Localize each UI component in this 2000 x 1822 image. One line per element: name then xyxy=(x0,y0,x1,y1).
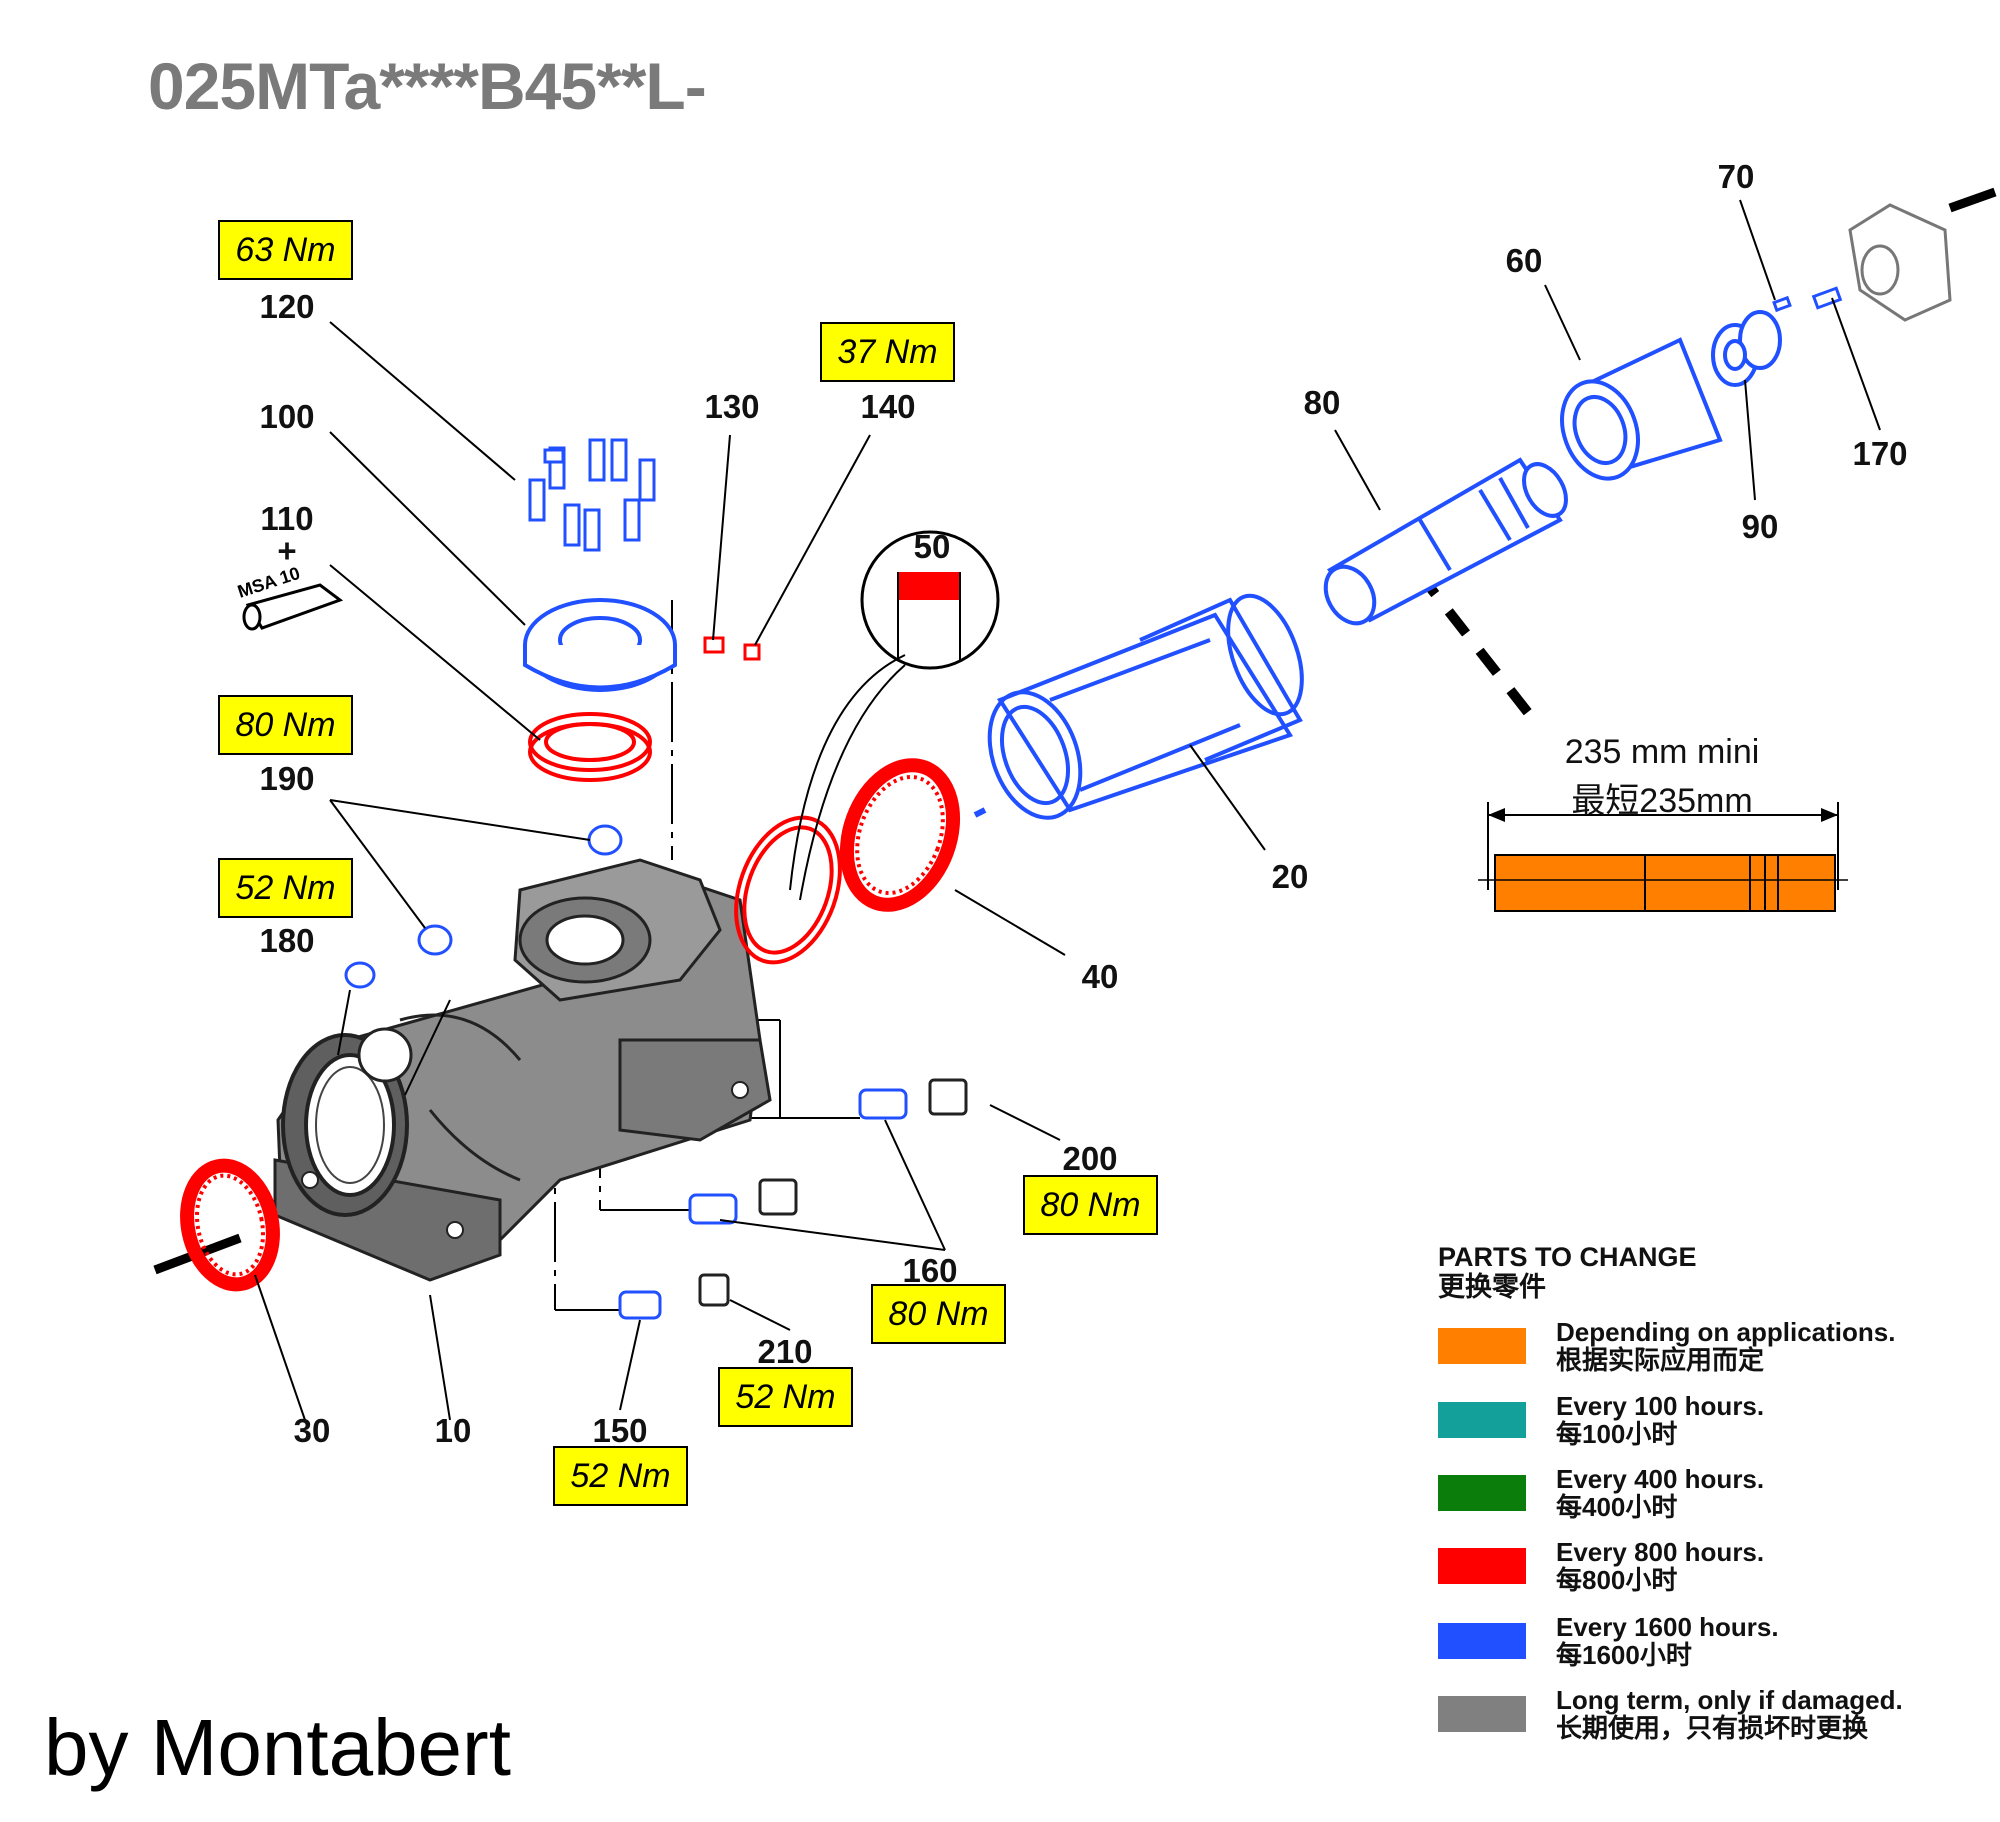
part-number-20: 20 xyxy=(1271,858,1309,895)
part-number-150: 150 xyxy=(592,1412,648,1449)
part-number-200: 200 xyxy=(1062,1140,1118,1177)
legend-item-long-term: Long term, only if damaged. 长期使用，只有损坏时更换 xyxy=(1438,1686,1978,1746)
torque-badge-200: 80 Nm xyxy=(1023,1175,1158,1235)
part-number-40: 40 xyxy=(1081,958,1119,995)
legend-title-en: PARTS TO CHANGE xyxy=(1438,1242,1697,1272)
legend-swatch-red xyxy=(1438,1548,1526,1584)
pin-part-170 xyxy=(1811,286,1843,310)
part-number-160: 160 xyxy=(902,1252,958,1289)
part-number-plus: + xyxy=(277,532,297,569)
legend-swatch-orange xyxy=(1438,1328,1526,1364)
part-number-190: 190 xyxy=(259,760,315,797)
plugs-part-180-190 xyxy=(344,824,623,989)
legend-item-en: Every 100 hours. xyxy=(1556,1391,1765,1421)
part-number-120: 120 xyxy=(259,288,315,325)
housing-part-10 xyxy=(273,858,772,1282)
torque-badge-120: 63 Nm xyxy=(218,220,353,280)
pin-part-70 xyxy=(1772,295,1792,313)
part-number-90: 90 xyxy=(1741,508,1779,545)
part-number-70: 70 xyxy=(1717,158,1755,195)
part-number-80: 80 xyxy=(1303,384,1341,421)
legend-swatch-green xyxy=(1438,1475,1526,1511)
part-number-100: 100 xyxy=(259,398,315,435)
torque-badge-140: 37 Nm xyxy=(820,322,955,382)
leader-lines xyxy=(254,199,1881,1421)
legend-item-zh: 每400小时 xyxy=(1556,1492,1678,1522)
part-number-10: 10 xyxy=(434,1412,472,1449)
legend-item-applications: Depending on applications. 根据实际应用而定 xyxy=(1438,1318,1978,1378)
legend-swatch-blue xyxy=(1438,1623,1526,1659)
grease-tube xyxy=(242,583,344,631)
min-length-label-en: 235 mm mini xyxy=(1564,733,1760,771)
part-number-180: 180 xyxy=(259,922,315,959)
legend-title-zh: 更换零件 xyxy=(1438,1272,1546,1302)
part-60 xyxy=(1560,337,1723,481)
end-fitting xyxy=(1848,203,1952,322)
fittings xyxy=(618,1088,908,1320)
legend-item-800h: Every 800 hours. 每800小时 xyxy=(1438,1538,1978,1598)
ring-part-30 xyxy=(180,1158,280,1292)
part-90 xyxy=(1711,310,1782,387)
part-number-110: 110 xyxy=(260,500,314,537)
gasket-part-110 xyxy=(528,712,652,782)
legend-item-en: Every 400 hours. xyxy=(1556,1464,1765,1494)
part-number-140: 140 xyxy=(860,388,916,425)
legend-title: PARTS TO CHANGE 更换零件 xyxy=(1438,1242,1697,1302)
ring-part-40 xyxy=(839,758,961,912)
nuts xyxy=(698,1078,968,1307)
legend-item-en: Depending on applications. xyxy=(1556,1317,1896,1347)
legend-item-zh: 每1600小时 xyxy=(1556,1640,1692,1670)
legend-item-zh: 长期使用，只有损坏时更换 xyxy=(1556,1713,1869,1743)
torque-badge-190: 80 Nm xyxy=(218,695,353,755)
legend-swatch-grey xyxy=(1438,1696,1526,1732)
torque-badge-180: 52 Nm xyxy=(218,858,353,918)
legend-item-en: Every 1600 hours. xyxy=(1556,1612,1779,1642)
legend-swatch-teal xyxy=(1438,1402,1526,1438)
part-number-60: 60 xyxy=(1505,242,1543,279)
min-length-bar xyxy=(1478,802,1848,912)
page-title: 025MTa****B45**L- xyxy=(148,49,707,123)
part-number-50: 50 xyxy=(913,528,951,565)
cylinder-part-20 xyxy=(973,593,1304,820)
legend-item-1600h: Every 1600 hours. 每1600小时 xyxy=(1438,1613,1978,1673)
part-number-210: 210 xyxy=(757,1333,813,1370)
min-length-label-zh: 最短235mm xyxy=(1571,782,1753,820)
legend-item-zh: 每800小时 xyxy=(1556,1565,1678,1595)
part-number-130: 130 xyxy=(704,388,760,425)
shaft-part-80 xyxy=(1323,457,1568,626)
legend-item-zh: 每100小时 xyxy=(1556,1419,1678,1449)
legend-item-100h: Every 100 hours. 每100小时 xyxy=(1438,1392,1978,1452)
part-number-170: 170 xyxy=(1852,435,1908,472)
legend-item-zh: 根据实际应用而定 xyxy=(1556,1345,1765,1375)
legend-item-400h: Every 400 hours. 每400小时 xyxy=(1438,1465,1978,1525)
legend-item-en: Long term, only if damaged. xyxy=(1556,1685,1903,1715)
seal-detail-view xyxy=(860,530,1000,670)
seal-part-50 xyxy=(734,815,842,965)
bolts-part-120 xyxy=(528,438,656,552)
credit-text: by Montabert xyxy=(44,1703,511,1792)
torque-badge-210: 52 Nm xyxy=(718,1367,853,1427)
torque-badge-150: 52 Nm xyxy=(553,1446,688,1506)
legend-item-en: Every 800 hours. xyxy=(1556,1537,1765,1567)
plugs-part-130-140 xyxy=(703,636,761,661)
flange-part-100 xyxy=(523,598,677,692)
part-number-30: 30 xyxy=(293,1412,331,1449)
torque-badge-160: 80 Nm xyxy=(871,1284,1006,1344)
